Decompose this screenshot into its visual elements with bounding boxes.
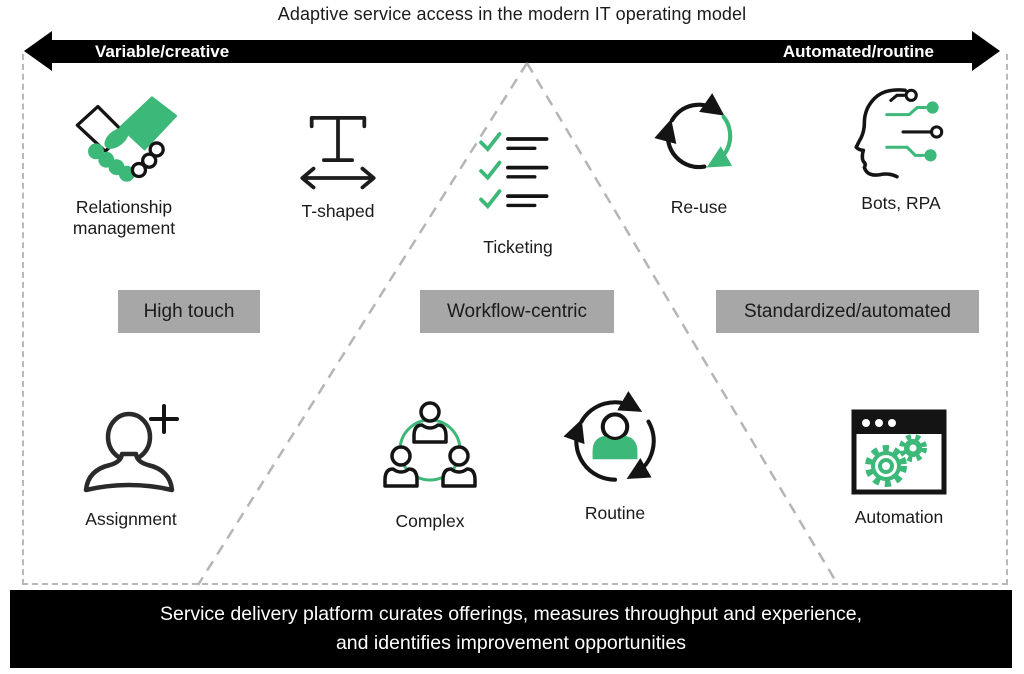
item-label: Automation [854, 507, 944, 527]
spectrum-label-right: Automated/routine [782, 42, 934, 61]
footer-bar: Service delivery platform curates offeri… [10, 590, 1012, 668]
cycle-arrows-icon [654, 93, 733, 170]
page-title: Adaptive service access in the modern IT… [277, 4, 747, 24]
footer-line-2: and identifies improvement opportunities [335, 632, 687, 654]
item-automation: Automation [824, 406, 974, 528]
item-re-use: Re-use [634, 86, 764, 218]
item-ticketing: Ticketing [458, 122, 578, 258]
person-cycle-icon [563, 390, 656, 482]
item-bots-rpa: Bots, RPA [836, 84, 966, 214]
spectrum-arrow-bar [50, 40, 974, 63]
add-person-icon [83, 404, 179, 493]
zone-high-touch: High touch [118, 290, 260, 333]
item-label: Relationship management [72, 197, 176, 239]
item-relationship-management: Relationship management [49, 94, 199, 240]
arrow-right-icon [972, 31, 1000, 71]
item-label: Routine [584, 503, 646, 523]
team-icon [383, 401, 477, 488]
arrow-left-icon [24, 31, 52, 71]
footer-line-1: Service delivery platform curates offeri… [159, 602, 862, 625]
zone-workflow-centric: Workflow-centric [420, 290, 614, 333]
gears-window-icon [851, 409, 947, 495]
item-label: Ticketing [483, 237, 553, 257]
handshake-icon [75, 96, 178, 182]
item-label: T-shaped [301, 201, 375, 221]
checklist-icon [479, 132, 549, 210]
item-assignment: Assignment [56, 398, 206, 530]
item-label: Re-use [670, 197, 728, 217]
item-label: Bots, RPA [861, 193, 941, 213]
item-t-shaped: T-shaped [278, 100, 398, 222]
item-complex: Complex [360, 398, 500, 532]
spectrum-label-left: Variable/creative [95, 42, 230, 61]
head-circuit-icon [854, 88, 944, 179]
item-label: Assignment [85, 509, 177, 529]
zone-standardized-automated: Standardized/automated [716, 290, 979, 333]
item-routine: Routine [545, 390, 685, 524]
item-label: Complex [395, 511, 465, 531]
t-shaped-icon [300, 115, 376, 190]
